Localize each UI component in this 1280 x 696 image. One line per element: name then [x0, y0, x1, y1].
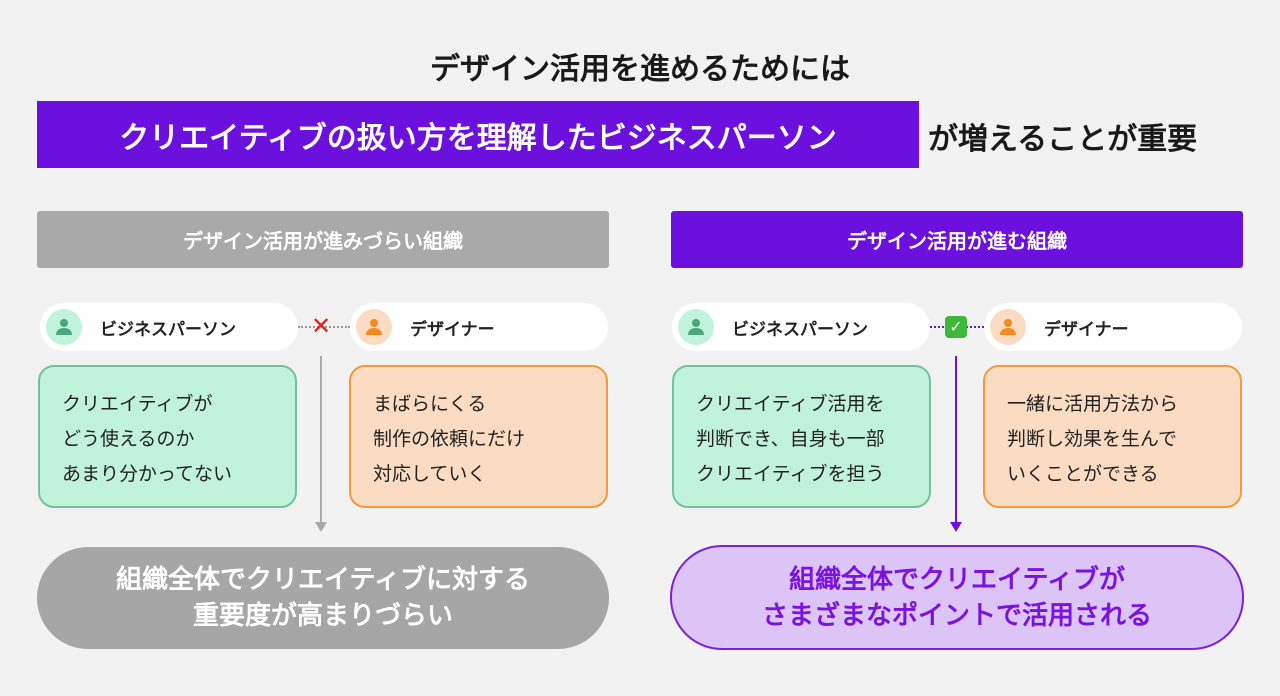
arrow-head-icon [315, 522, 327, 532]
text-line: 重要度が高まりづらい [192, 601, 453, 631]
person-icon [678, 309, 714, 345]
right-business-pill: ビジネスパーソン [672, 303, 930, 351]
left-designer-pill: デザイナー [350, 303, 608, 351]
dotted-connector [298, 326, 350, 328]
text-line: まばらにくる [373, 393, 487, 415]
text-line: さまざまなポイントで活用される [761, 600, 1152, 631]
main-title: デザイン活用を進めるためには [430, 52, 850, 87]
right-result: 組織全体でクリエイティブが さまざまなポイントで活用される [670, 545, 1244, 650]
down-arrow-line [320, 356, 322, 524]
title-suffix: が増えることが重要 [928, 122, 1198, 157]
text-line: どう使えるのか [62, 428, 195, 450]
text-line: 組織全体でクリエイティブに対する [116, 565, 530, 595]
right-designer-pill: デザイナー [984, 303, 1242, 351]
person-icon [990, 309, 1026, 345]
check-mark-icon: ✓ [945, 316, 967, 338]
text-line: 判断し効果を生んで [1007, 428, 1178, 450]
text-line: 組織全体でクリエイティブが [789, 564, 1125, 595]
text-line: 判断でき、自身も一部 [696, 428, 885, 450]
right-heading: デザイン活用が進む組織 [671, 211, 1243, 268]
text-line: 対応していく [373, 463, 487, 485]
cross-mark-icon: ✕ [311, 312, 332, 340]
text-line: クリエイティブ活用を [696, 393, 885, 415]
person-icon [46, 309, 82, 345]
down-arrow-line [955, 356, 957, 524]
left-designer-box: まばらにくる 制作の依頼にだけ 対応していく [349, 365, 608, 508]
text-line: クリエイティブを担う [696, 463, 885, 485]
business-label: ビジネスパーソン [732, 319, 868, 340]
text-line: いくことができる [1007, 463, 1159, 485]
left-business-pill: ビジネスパーソン [40, 303, 298, 351]
right-designer-box: 一緒に活用方法から 判断し効果を生んで いくことができる [983, 365, 1242, 508]
person-icon [356, 309, 392, 345]
text-line: あまり分かってない [62, 463, 233, 485]
designer-label: デザイナー [1044, 319, 1129, 340]
text-line: 一緒に活用方法から [1007, 393, 1179, 415]
left-result: 組織全体でクリエイティブに対する 重要度が高まりづらい [37, 547, 609, 649]
left-business-box: クリエイティブが どう使えるのか あまり分かってない [38, 365, 297, 508]
designer-label: デザイナー [410, 319, 495, 340]
text-line: 制作の依頼にだけ [373, 428, 526, 450]
highlight-banner: クリエイティブの扱い方を理解したビジネスパーソン [37, 101, 919, 168]
text-line: クリエイティブが [62, 393, 213, 415]
left-heading: デザイン活用が進みづらい組織 [37, 211, 609, 268]
business-label: ビジネスパーソン [100, 319, 236, 340]
arrow-head-icon [950, 522, 962, 532]
right-business-box: クリエイティブ活用を 判断でき、自身も一部 クリエイティブを担う [672, 365, 931, 508]
